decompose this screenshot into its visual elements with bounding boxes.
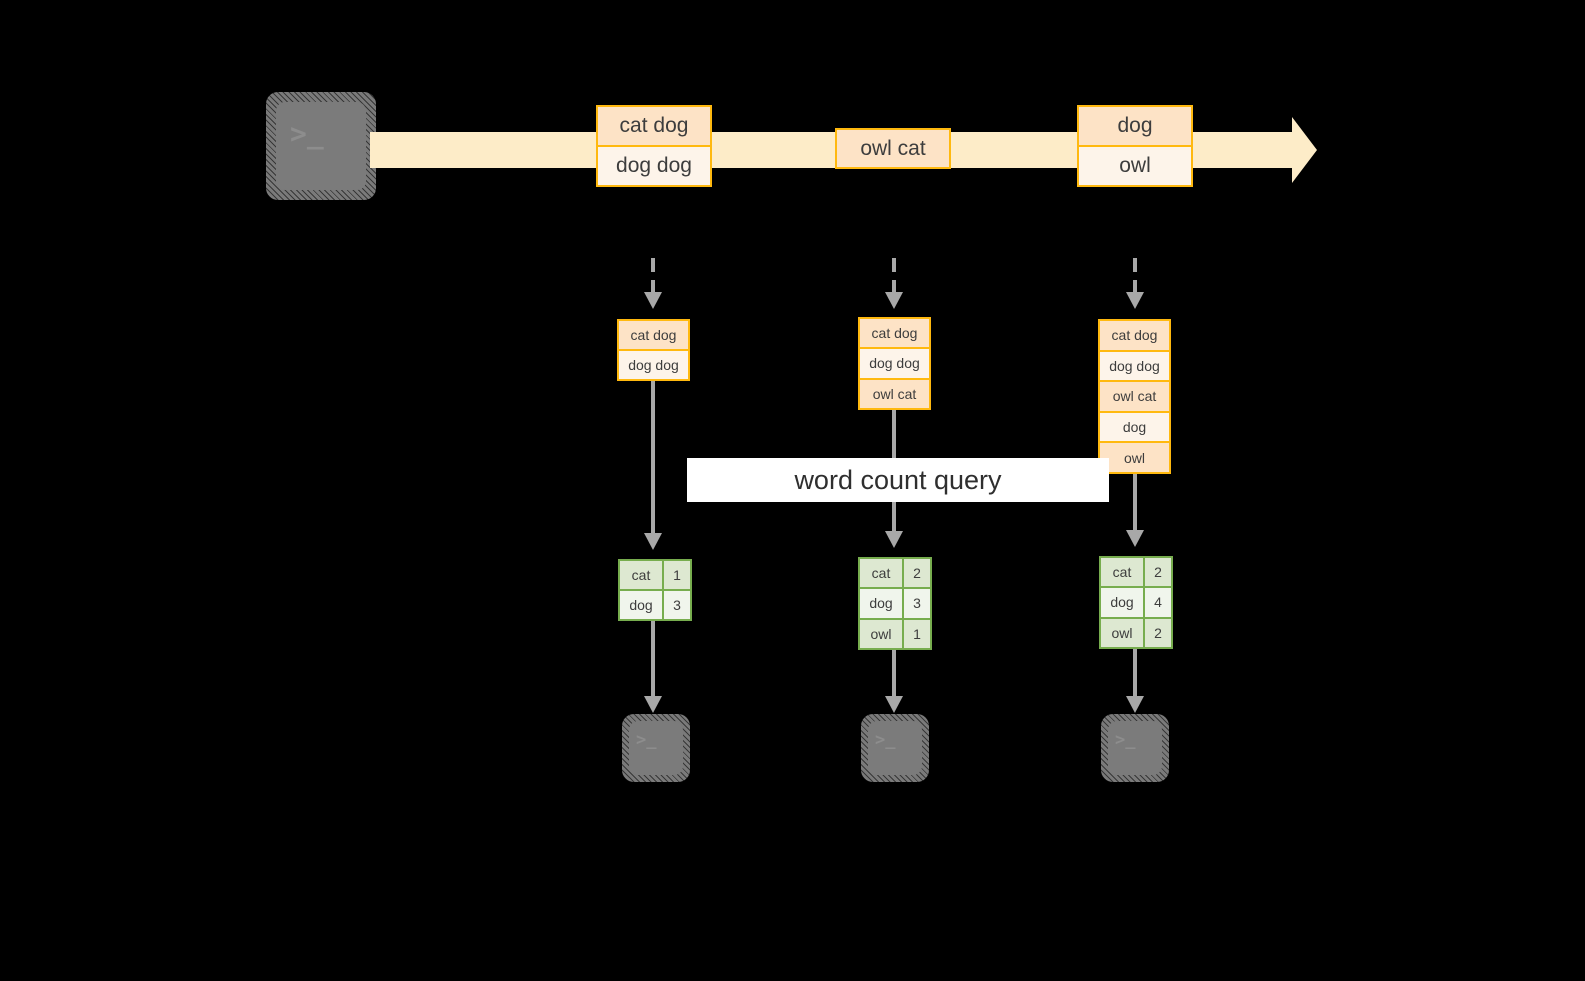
terminal-screen <box>1108 721 1162 775</box>
table-row: dog 3 <box>860 589 930 620</box>
snapshot-2-query-connector-head <box>885 531 903 548</box>
snapshot-3-query-connector-head <box>1126 530 1144 547</box>
snapshot-2-sink-connector <box>892 650 896 696</box>
snapshot-1-sink-connector-head <box>644 696 662 713</box>
result-key: cat <box>620 561 664 589</box>
snapshot-input-line: dog dog <box>860 349 929 380</box>
terminal-prompt-glyph: >_ <box>1115 730 1136 750</box>
snapshot-2-input-connector-head <box>885 292 903 309</box>
result-count: 2 <box>904 559 930 588</box>
result-key: owl <box>1101 618 1145 647</box>
snapshot-input-line: owl <box>1100 443 1169 472</box>
result-key: dog <box>860 589 904 618</box>
terminal-screen <box>276 102 366 190</box>
stream-event-1[interactable]: cat dog dog dog <box>596 105 712 187</box>
result-count: 3 <box>904 589 930 618</box>
snapshot-3-input-box[interactable]: cat dog dog dog owl cat dog owl <box>1098 319 1171 474</box>
table-row: owl 1 <box>860 619 930 648</box>
snapshot-2-sink-terminal-icon[interactable]: >_ <box>861 714 929 782</box>
snapshot-input-line: cat dog <box>619 321 688 351</box>
terminal-screen <box>868 721 922 775</box>
result-count: 1 <box>664 561 690 589</box>
result-count: 3 <box>664 591 690 619</box>
snapshot-input-line: dog dog <box>1100 351 1169 383</box>
snapshot-3-input-connector <box>1133 258 1137 292</box>
snapshot-1-query-connector <box>651 381 655 533</box>
snapshot-3-sink-connector <box>1133 649 1137 696</box>
snapshot-input-line: cat dog <box>1100 321 1169 352</box>
snapshot-1-input-box[interactable]: cat dog dog dog <box>617 319 690 381</box>
table-row: cat 1 <box>620 561 690 591</box>
snapshot-1-sink-connector <box>651 621 655 696</box>
result-count: 2 <box>1145 558 1171 587</box>
table-row: owl 2 <box>1101 618 1171 647</box>
terminal-prompt-glyph: >_ <box>636 730 657 750</box>
snapshot-3-sink-terminal-icon[interactable]: >_ <box>1101 714 1169 782</box>
snapshot-3-query-connector <box>1133 474 1137 530</box>
query-label-text: word count query <box>794 464 1002 495</box>
stream-event-line: dog dog <box>598 147 710 185</box>
snapshot-input-line: owl cat <box>860 379 929 408</box>
snapshot-3-input-connector-head <box>1126 292 1144 309</box>
snapshot-2-input-box[interactable]: cat dog dog dog owl cat <box>858 317 931 410</box>
snapshot-input-line: cat dog <box>860 319 929 350</box>
result-key: owl <box>860 619 904 648</box>
table-row: cat 2 <box>1101 558 1171 589</box>
terminal-prompt-glyph: >_ <box>290 117 324 150</box>
snapshot-input-line: dog <box>1100 412 1169 444</box>
stream-arrow-head <box>1292 117 1320 183</box>
result-key: cat <box>1101 558 1145 587</box>
table-row: dog 4 <box>1101 588 1171 619</box>
stream-event-line: cat dog <box>598 107 710 147</box>
query-label: word count query <box>687 458 1109 502</box>
table-row: cat 2 <box>860 559 930 590</box>
snapshot-input-line: dog dog <box>619 351 688 379</box>
terminal-screen <box>629 721 683 775</box>
source-terminal-icon[interactable]: >_ <box>266 92 376 200</box>
snapshot-input-line: owl cat <box>1100 382 1169 413</box>
result-count: 2 <box>1145 618 1171 647</box>
snapshot-1-sink-terminal-icon[interactable]: >_ <box>622 714 690 782</box>
stream-event-2[interactable]: owl cat <box>835 128 951 169</box>
result-key: dog <box>620 591 664 619</box>
result-count: 4 <box>1145 588 1171 617</box>
stream-event-line: dog <box>1079 107 1191 147</box>
snapshot-2-sink-connector-head <box>885 696 903 713</box>
snapshot-1-input-connector-head <box>644 292 662 309</box>
stream-event-3[interactable]: dog owl <box>1077 105 1193 187</box>
snapshot-3-result-table[interactable]: cat 2 dog 4 owl 2 <box>1099 556 1173 649</box>
snapshot-1-result-table[interactable]: cat 1 dog 3 <box>618 559 692 621</box>
table-row: dog 3 <box>620 591 690 619</box>
snapshot-2-result-table[interactable]: cat 2 dog 3 owl 1 <box>858 557 932 650</box>
result-count: 1 <box>904 619 930 648</box>
result-key: dog <box>1101 588 1145 617</box>
snapshot-1-query-connector-head <box>644 533 662 550</box>
snapshot-1-input-connector <box>651 258 655 292</box>
snapshot-2-input-connector <box>892 258 896 292</box>
stream-event-line: owl cat <box>837 130 949 167</box>
stream-event-line: owl <box>1079 147 1191 185</box>
snapshot-3-sink-connector-head <box>1126 696 1144 713</box>
terminal-prompt-glyph: >_ <box>875 730 896 750</box>
result-key: cat <box>860 559 904 588</box>
